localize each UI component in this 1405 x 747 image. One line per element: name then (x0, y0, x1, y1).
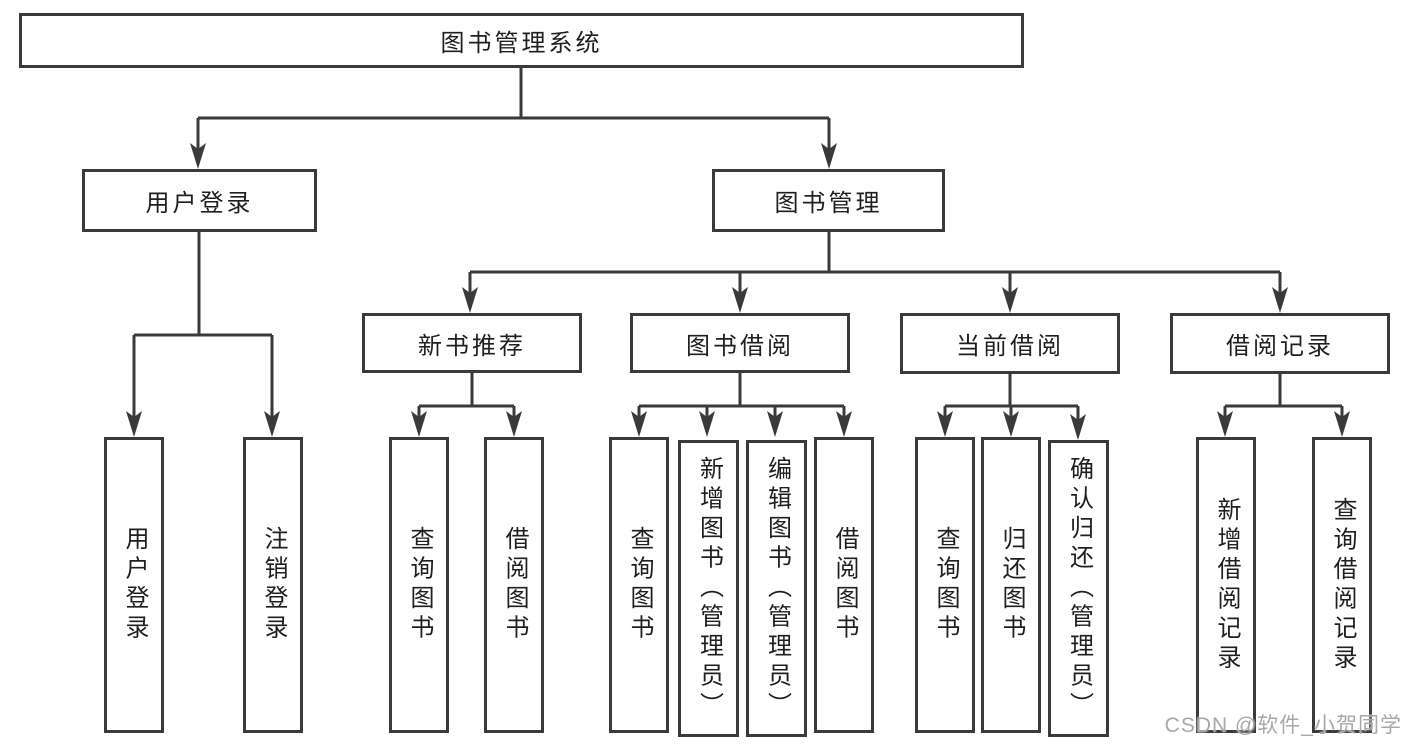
arrow-down-icon (1334, 411, 1350, 437)
node-leaf-query-books-3: 查询图书 (915, 437, 975, 733)
arrow-down-icon (732, 287, 748, 313)
arrow-down-icon (836, 411, 852, 437)
node-label: 新书推荐 (418, 332, 526, 360)
arrow-down-icon (264, 411, 280, 437)
node-leaf-query-borrow-record: 查询借阅记录 (1312, 437, 1372, 733)
node-borrowing-records: 借阅记录 (1170, 313, 1390, 374)
node-leaf-query-books-1: 查询图书 (389, 437, 449, 733)
node-user-login: 用户登录 (82, 169, 317, 232)
arrow-down-icon (411, 411, 427, 437)
node-new-book-recommend: 新书推荐 (362, 313, 582, 373)
node-leaf-add-books-admin: 新增图书（管理员） (678, 440, 739, 737)
node-label: 查询图书 (626, 526, 653, 644)
node-current-borrowing: 当前借阅 (900, 313, 1120, 374)
node-label: 确认归还（管理员） (1065, 455, 1093, 722)
node-leaf-logout: 注销登录 (243, 437, 303, 733)
node-label: 归还图书 (998, 526, 1025, 644)
node-label: 查询借阅记录 (1329, 496, 1356, 674)
node-leaf-return-books: 归还图书 (981, 437, 1041, 733)
arrow-down-icon (190, 143, 206, 169)
node-label: 查询图书 (932, 526, 959, 644)
node-label: 新增图书（管理员） (695, 455, 723, 722)
node-label: 图书管理系统 (440, 30, 603, 57)
arrow-down-icon (506, 411, 522, 437)
arrow-down-icon (821, 143, 837, 169)
node-leaf-borrow-books-1: 借阅图书 (484, 437, 544, 733)
arrow-down-icon (631, 411, 647, 437)
node-root: 图书管理系统 (19, 13, 1024, 68)
node-label: 查询图书 (406, 526, 433, 644)
node-leaf-add-borrow-record: 新增借阅记录 (1196, 437, 1256, 733)
node-leaf-user-login: 用户登录 (104, 437, 164, 733)
arrow-down-icon (126, 411, 142, 437)
node-label: 借阅记录 (1226, 333, 1334, 360)
node-label: 当前借阅 (956, 333, 1064, 360)
arrow-down-icon (1217, 411, 1233, 437)
node-label: 借阅图书 (501, 526, 528, 644)
node-leaf-edit-books-admin: 编辑图书（管理员） (746, 440, 807, 737)
arrow-down-icon (462, 287, 478, 313)
arrow-down-icon (699, 411, 715, 437)
node-leaf-borrow-books-2: 借阅图书 (814, 437, 874, 733)
arrow-down-icon (1003, 411, 1019, 437)
watermark: CSDN @软件_小贺同学 (1164, 714, 1402, 737)
node-leaf-confirm-return-admin: 确认归还（管理员） (1048, 440, 1109, 737)
node-leaf-query-books-2: 查询图书 (609, 437, 669, 733)
arrow-down-icon (1272, 287, 1288, 313)
arrow-down-icon (1002, 287, 1018, 313)
node-label: 用户登录 (145, 190, 254, 217)
arrowheads (126, 143, 1350, 440)
node-label: 图书借阅 (686, 332, 794, 360)
arrow-down-icon (1070, 414, 1086, 440)
node-label: 新增借阅记录 (1213, 496, 1240, 674)
node-label: 注销登录 (260, 526, 287, 644)
node-label: 编辑图书（管理员） (763, 455, 791, 722)
node-book-management: 图书管理 (712, 169, 945, 232)
connector-path (132, 68, 1344, 420)
arrow-down-icon (767, 411, 783, 437)
node-label: 用户登录 (121, 526, 148, 644)
arrow-down-icon (937, 411, 953, 437)
node-label: 图书管理 (774, 190, 883, 217)
node-label: 借阅图书 (831, 526, 858, 644)
node-book-borrowing: 图书借阅 (630, 313, 850, 373)
